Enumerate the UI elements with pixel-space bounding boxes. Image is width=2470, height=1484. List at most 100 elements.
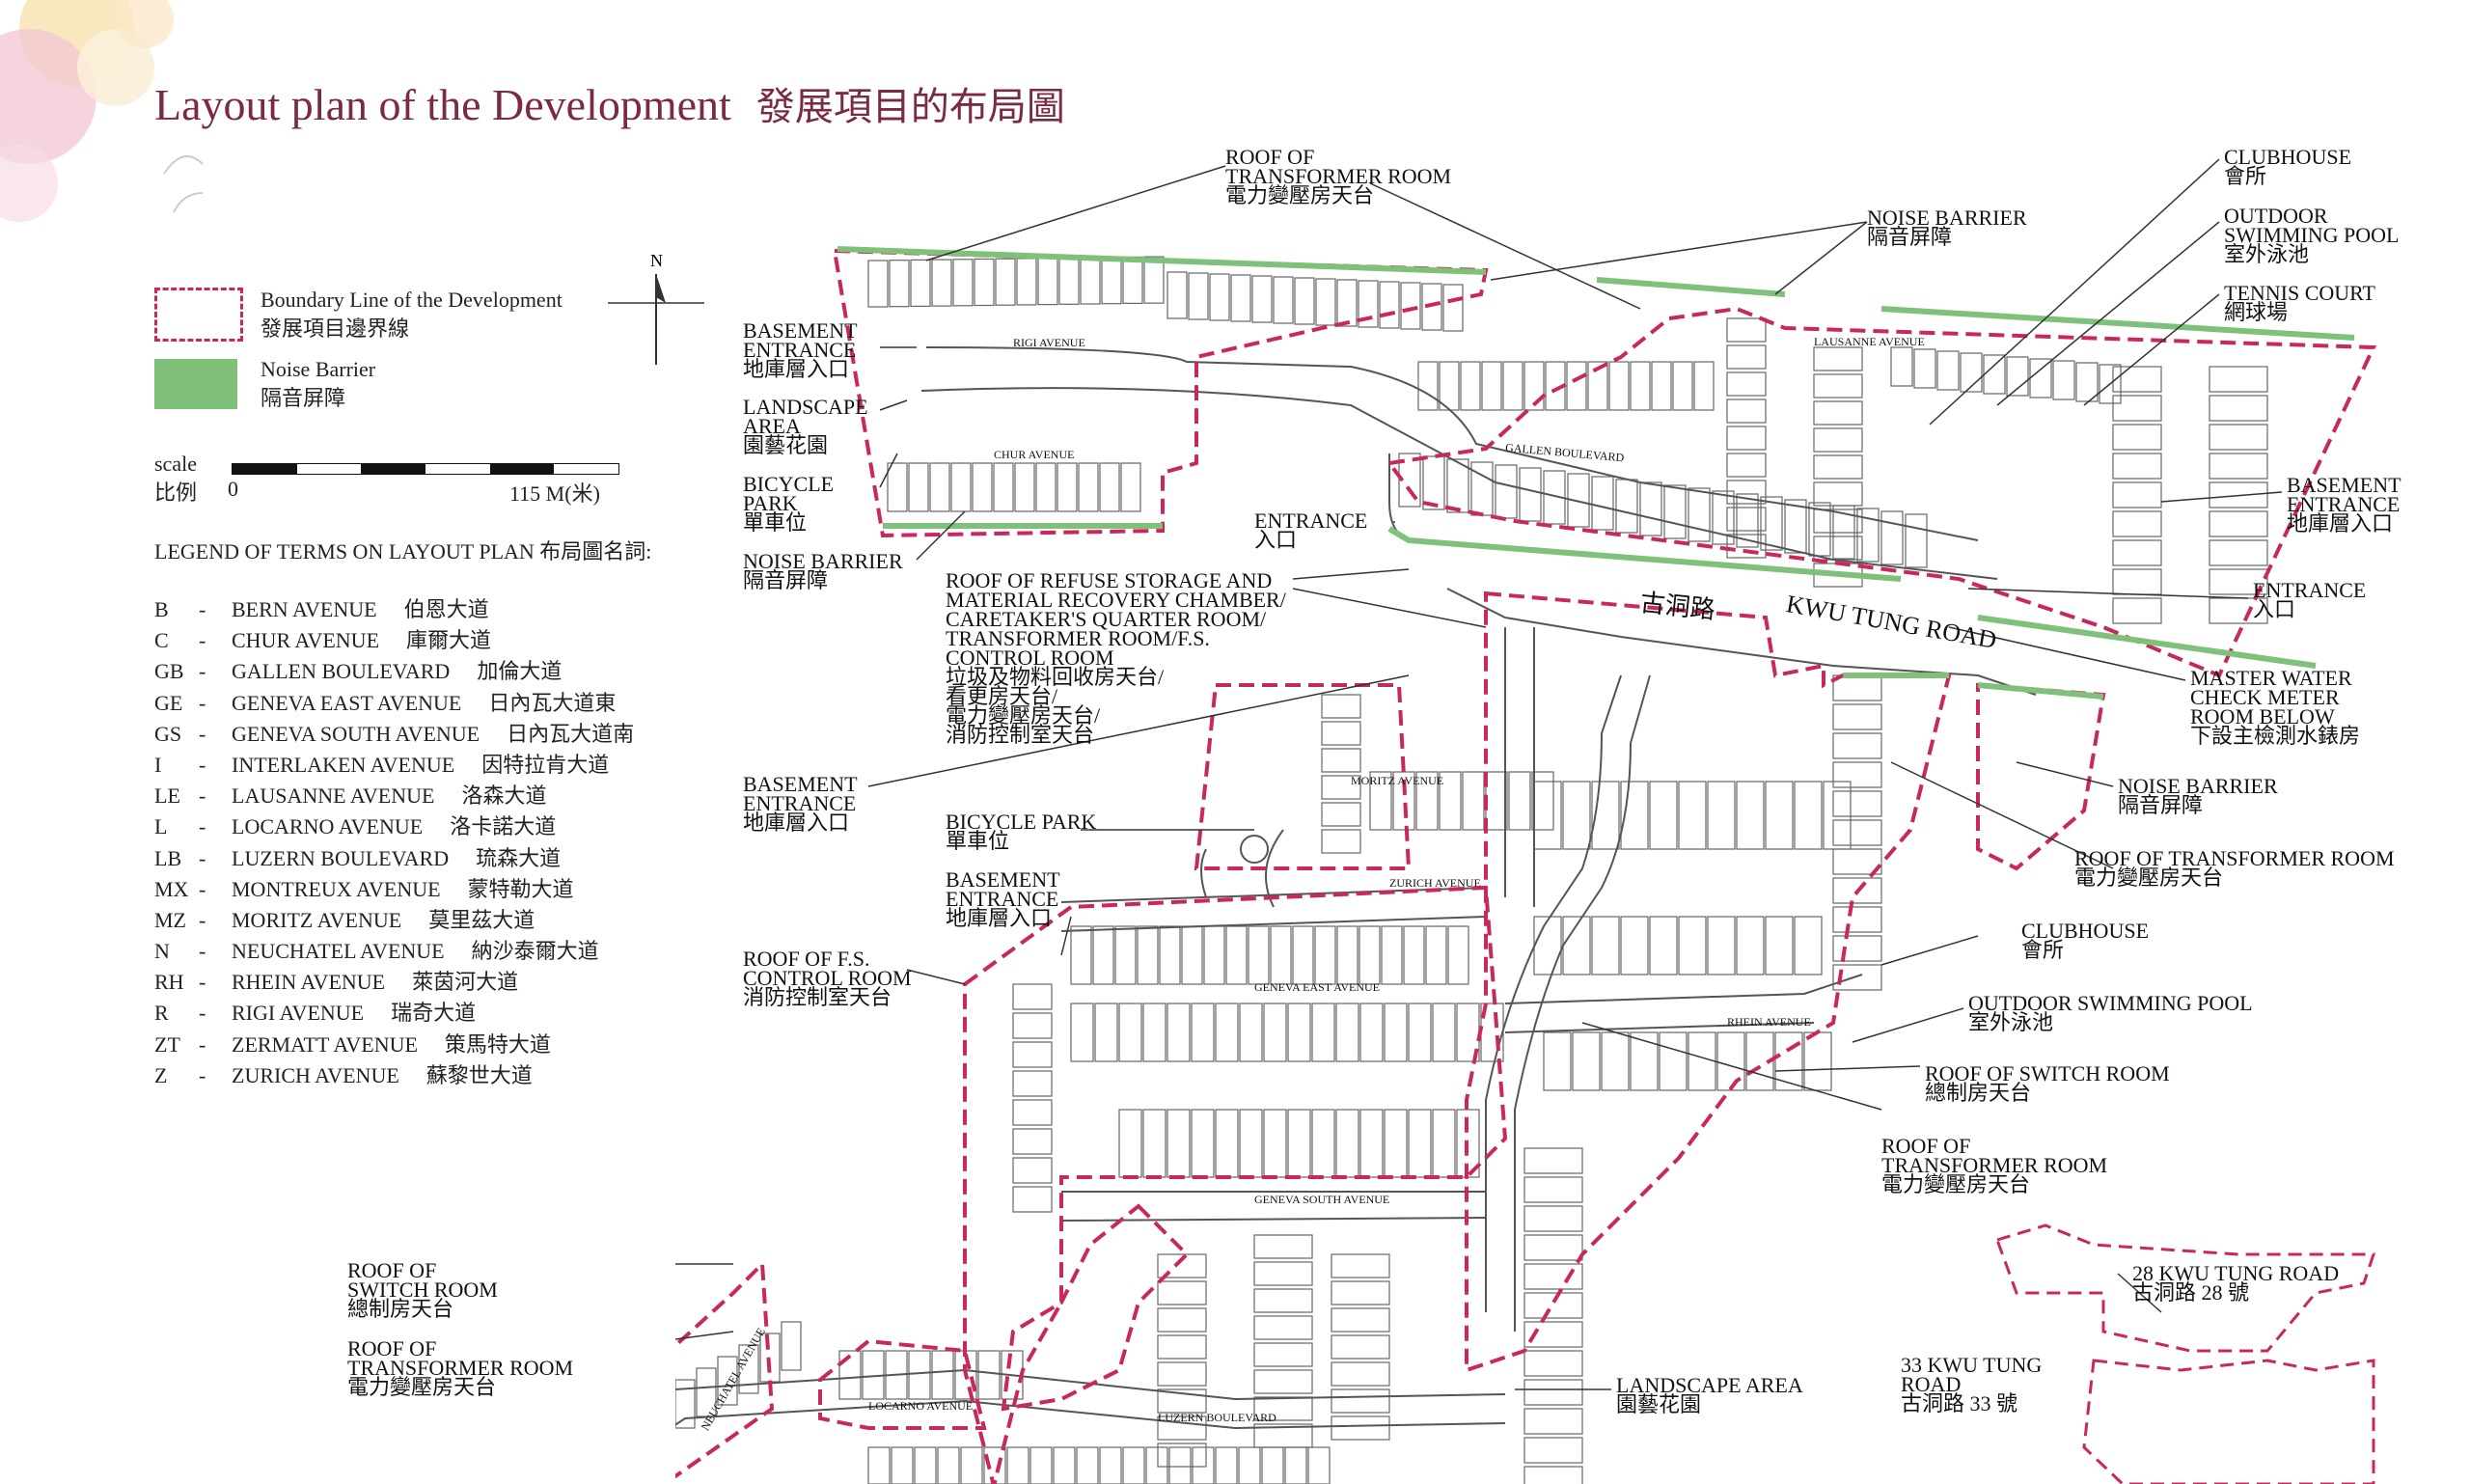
unit-block: [1417, 361, 1439, 411]
unit-block: [2209, 424, 2268, 451]
unit-block: [1166, 1109, 1191, 1178]
unit-block: [1122, 256, 1143, 304]
callout-tennis: TENNIS COURT 網球場: [2224, 281, 2375, 324]
boundary-legend-swatch: [154, 288, 243, 342]
unit-block: [1253, 1315, 1313, 1340]
unit-block: [1678, 781, 1707, 850]
unit-block: [887, 462, 908, 512]
unit-block: [1080, 257, 1101, 305]
unit-block: [1726, 371, 1767, 397]
unit-block: [1336, 925, 1358, 985]
unit-block: [1238, 1446, 1261, 1484]
unit-block: [1784, 499, 1807, 554]
unit-block: [1663, 484, 1687, 539]
unit-block: [2112, 395, 2162, 422]
road-luzern: LUZERN BOULEVARD: [1158, 1411, 1276, 1424]
unit-block: [1251, 275, 1273, 323]
unit-block: [1630, 361, 1651, 411]
callout-kwu-33: 33 KWU TUNG ROAD 古洞路 33 號: [1901, 1353, 2043, 1415]
unit-block: [1774, 1031, 1803, 1091]
unit-block: [931, 1350, 954, 1400]
road-chur: CHUR AVENUE: [994, 448, 1075, 461]
unit-block: [1523, 1292, 1583, 1319]
unit-block: [1336, 279, 1358, 327]
unit-block: [993, 462, 1014, 512]
unit-block: [1649, 916, 1678, 976]
term-code: ZT: [154, 1031, 180, 1057]
unit-blocks: [675, 256, 2268, 1484]
unit-block: [1630, 1031, 1659, 1091]
unit-block: [889, 260, 910, 308]
term-code: RH: [154, 970, 184, 995]
term-code: LB: [154, 845, 182, 870]
unit-block: [1321, 802, 1361, 827]
unit-block: [1253, 1261, 1313, 1286]
road-geneva-south: GENEVA SOUTH AVENUE: [1254, 1193, 1390, 1206]
unit-block: [1726, 507, 1767, 532]
unit-block: [1983, 354, 2006, 395]
unit-block: [929, 462, 950, 512]
unit-block: [1166, 271, 1188, 319]
unit-block: [891, 1446, 914, 1484]
callout-clubhouse-e: CLUBHOUSE 會所: [2021, 919, 2150, 962]
road-lausanne: LAUSANNE AVENUE: [1814, 335, 1925, 348]
unit-block: [2112, 481, 2162, 508]
unit-block: [1398, 453, 1421, 508]
unit-block: [1408, 1003, 1432, 1062]
unit-block: [838, 1350, 862, 1400]
unit-block: [2112, 510, 2162, 537]
unit-block: [1331, 1253, 1390, 1278]
unit-block: [952, 259, 974, 307]
unit-block: [1168, 1446, 1192, 1484]
unit-block: [1321, 721, 1361, 746]
term-dash: -: [199, 659, 206, 684]
callout-pool-top: OUTDOOR SWIMMING POOL 室外泳池: [2224, 204, 2400, 266]
unit-block: [1392, 771, 1415, 831]
unit-block: [1012, 1186, 1053, 1213]
unit-block: [1481, 361, 1502, 411]
term-dash: -: [199, 814, 206, 839]
unit-block: [1726, 480, 1767, 505]
callout-transformer-se: ROOF OF TRANSFORMER ROOM 電力變壓房天台: [1881, 1134, 2108, 1196]
unit-block: [1181, 925, 1203, 985]
unit-block: [972, 462, 993, 512]
unit-block: [1331, 1388, 1390, 1414]
unit-block: [1379, 281, 1400, 329]
unit-block: [1101, 257, 1122, 305]
unit-block: [1832, 819, 1882, 846]
unit-block: [1562, 781, 1591, 850]
callout-noise-e: NOISE BARRIER 隔音屏障: [2118, 774, 2278, 817]
unit-block: [995, 258, 1016, 306]
unit-block: [1765, 916, 1794, 976]
unit-block: [1567, 473, 1590, 528]
unit-block: [1813, 346, 1863, 371]
unit-block: [1188, 272, 1209, 320]
unit-block: [1813, 454, 1863, 480]
unit-block: [1142, 1003, 1166, 1062]
unit-block: [1215, 1446, 1238, 1484]
site-plan-map: [675, 158, 2377, 1484]
unit-block: [1092, 925, 1114, 985]
unit-block: [1523, 1263, 1583, 1290]
unit-block: [1620, 781, 1649, 850]
unit-block: [1381, 925, 1403, 985]
unit-block: [1856, 508, 1880, 563]
road-rhein: RHEIN AVENUE: [1727, 1015, 1811, 1029]
unit-block: [1321, 775, 1361, 800]
callout-pool-e: OUTDOOR SWIMMING POOL 室外泳池: [1968, 991, 2253, 1034]
unit-block: [1070, 1003, 1094, 1062]
unit-block: [1014, 462, 1035, 512]
unit-block: [1006, 1446, 1029, 1484]
term-dash: -: [199, 752, 206, 777]
term-dash: -: [199, 1031, 206, 1057]
callout-refuse: ROOF OF REFUSE STORAGE AND MATERIAL RECO…: [946, 568, 1286, 747]
term-dash: -: [199, 907, 206, 932]
